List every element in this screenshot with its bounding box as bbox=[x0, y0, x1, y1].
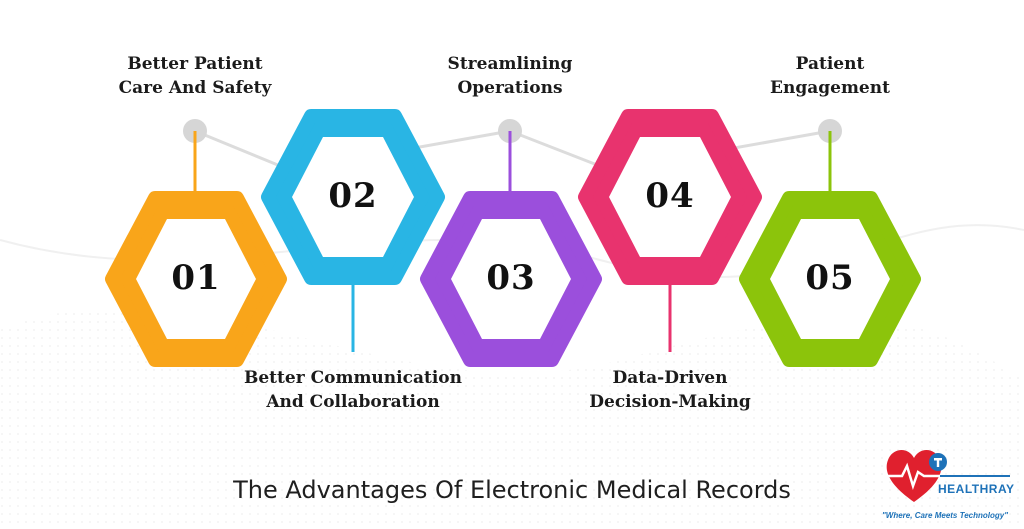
label-line: Decision-Making bbox=[589, 392, 751, 412]
logo-tagline: "Where, Care Meets Technology" bbox=[882, 511, 1008, 520]
label-line: Care And Safety bbox=[118, 78, 272, 98]
healthray-logo: HEALTHRAY "Where, Care Meets Technology" bbox=[880, 440, 1020, 526]
hexagon-01 bbox=[105, 191, 287, 367]
label-better-communication: Better Communication And Collaboration bbox=[213, 366, 493, 414]
label-line: Operations bbox=[457, 78, 563, 98]
hexagon-04 bbox=[578, 109, 762, 285]
label-line: Patient bbox=[795, 54, 865, 74]
hexagon-03 bbox=[420, 191, 602, 367]
hexagon-number-01: 01 bbox=[171, 258, 221, 298]
label-line: Engagement bbox=[770, 78, 890, 98]
label-line: Streamlining bbox=[447, 54, 573, 74]
label-line: And Collaboration bbox=[266, 392, 440, 412]
label-streamlining-operations: Streamlining Operations bbox=[410, 52, 610, 100]
hexagon-05 bbox=[739, 191, 921, 367]
hexagon-02 bbox=[261, 109, 445, 285]
hexagon-number-03: 03 bbox=[486, 258, 536, 298]
logo-name: HEALTHRAY bbox=[938, 482, 1015, 496]
label-data-driven: Data-Driven Decision-Making bbox=[560, 366, 780, 414]
heart-logo-icon bbox=[886, 449, 1010, 502]
label-line: Data-Driven bbox=[612, 368, 728, 388]
page-title: The Advantages Of Electronic Medical Rec… bbox=[233, 476, 791, 504]
label-better-patient-care: Better Patient Care And Safety bbox=[95, 52, 295, 100]
label-line: Better Patient bbox=[127, 54, 263, 74]
hexagon-number-02: 02 bbox=[328, 176, 378, 216]
hexagon-number-05: 05 bbox=[805, 258, 855, 298]
label-line: Better Communication bbox=[244, 368, 462, 388]
label-patient-engagement: Patient Engagement bbox=[730, 52, 930, 100]
hexagon-number-04: 04 bbox=[645, 176, 695, 216]
